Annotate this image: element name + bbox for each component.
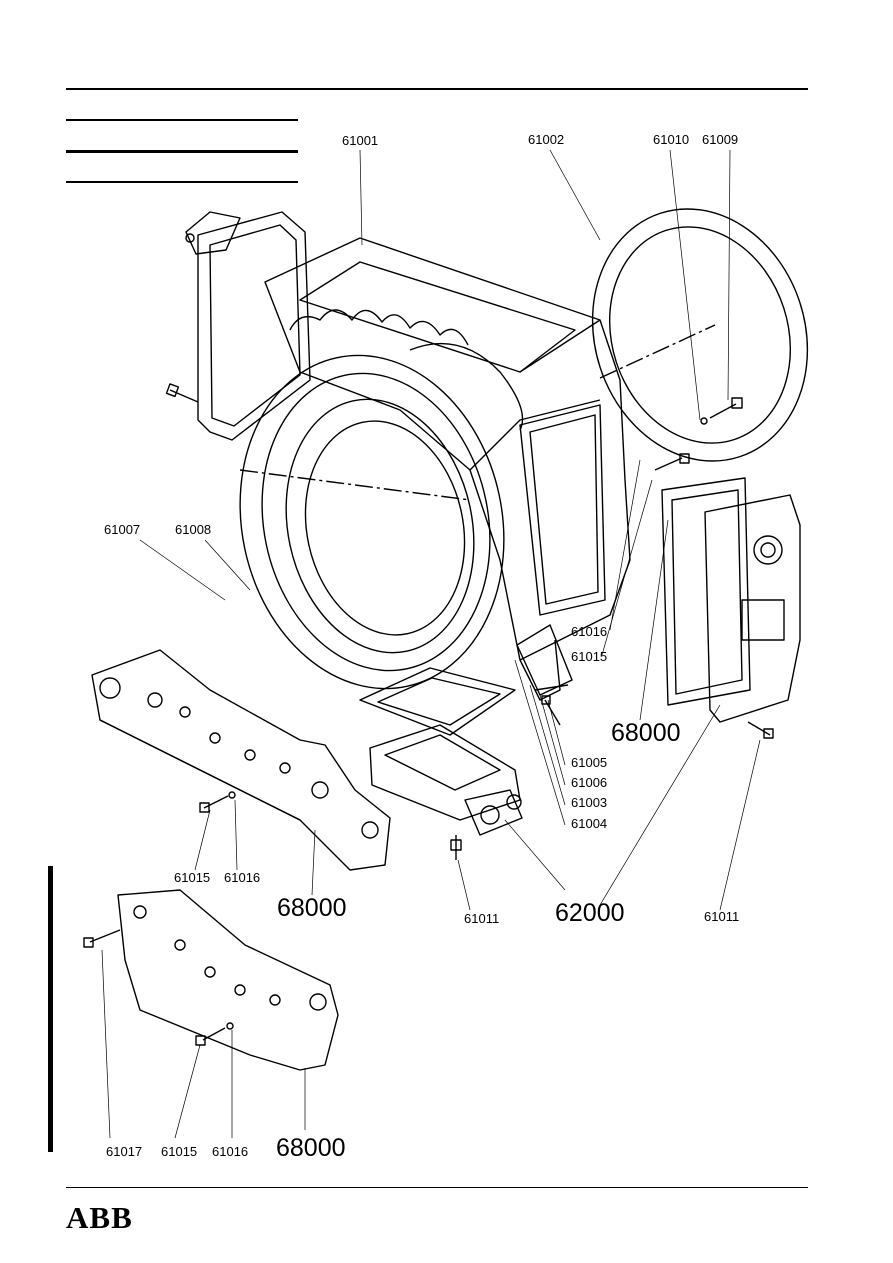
- callout-61007: 61007: [104, 522, 141, 537]
- foot-bolt-upper: [199, 791, 236, 813]
- callout-61011-bottom: 61011: [464, 911, 500, 926]
- callout-61016-low: 61016: [212, 1144, 249, 1159]
- callout-61015-mid: 61015: [174, 870, 211, 885]
- callout-61001: 61001: [342, 133, 379, 148]
- callout-61011-right: 61011: [704, 909, 740, 924]
- callout-61009: 61009: [702, 132, 739, 147]
- ring-gasket: [591, 208, 809, 462]
- callout-68000-right: 68000: [611, 719, 681, 747]
- foot-bolt-lower-left: [83, 929, 121, 948]
- gasket-bolt: [700, 397, 743, 425]
- short-pipe: [516, 624, 573, 726]
- callout-61010: 61010: [653, 132, 690, 147]
- foot-bolt-lower-mid: [195, 1022, 234, 1046]
- right-cover: [661, 477, 801, 723]
- left-cover-plate: [185, 211, 311, 441]
- callout-61017: 61017: [106, 1144, 143, 1159]
- callout-61002: 61002: [528, 132, 565, 147]
- bottom-flange: [369, 724, 523, 836]
- right-bolts: [654, 453, 774, 739]
- callout-61016-right: 61016: [571, 624, 608, 639]
- callout-61008: 61008: [175, 522, 212, 537]
- title-rule-1: [66, 119, 298, 121]
- callout-68000-low: 68000: [276, 1134, 346, 1162]
- callout-61016-mid: 61016: [224, 870, 261, 885]
- bottom-bolt-center: [450, 835, 462, 860]
- support-foot-lower: [117, 889, 339, 1071]
- support-foot-upper: [91, 649, 391, 871]
- callout-62000: 62000: [555, 899, 625, 927]
- abb-logo: ABB: [66, 1200, 133, 1235]
- title-rule-3: [66, 181, 298, 183]
- main-flange: [239, 354, 505, 690]
- callout-61015-low: 61015: [161, 1144, 198, 1159]
- header-rule: [66, 88, 808, 90]
- callout-61004: 61004: [571, 816, 608, 831]
- main-housing: [264, 237, 631, 701]
- callout-61015-right: 61015: [571, 649, 608, 664]
- callout-68000-mid: 68000: [277, 894, 347, 922]
- footer-rule: [66, 1187, 808, 1188]
- left-bolt: [165, 383, 199, 403]
- callout-61005: 61005: [571, 755, 608, 770]
- bottom-gasket: [359, 667, 516, 736]
- callout-61003: 61003: [571, 795, 608, 810]
- title-rule-2: [66, 150, 298, 153]
- callout-61006: 61006: [571, 775, 608, 790]
- side-bar: [48, 866, 53, 1152]
